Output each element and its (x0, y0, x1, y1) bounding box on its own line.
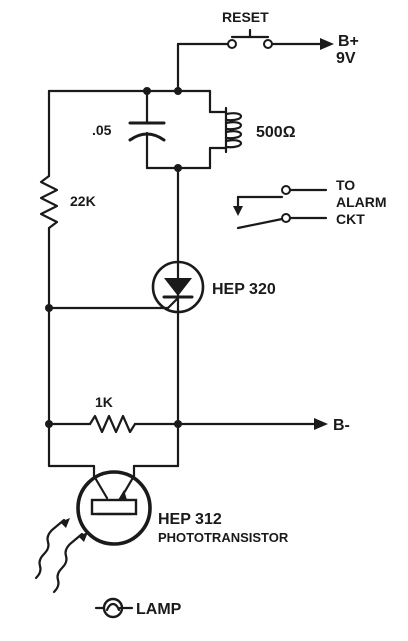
lamp-label: LAMP (136, 601, 182, 618)
reset-label: RESET (222, 9, 269, 25)
b-plus-label: B+ (338, 33, 359, 50)
capacitor-label: .05 (92, 122, 112, 138)
reset-switch (176, 28, 322, 93)
resistor-1k (47, 414, 180, 434)
scr-label: HEP 320 (212, 281, 276, 298)
coil-resistance-label: 500Ω (256, 124, 296, 141)
phototransistor-hep312 (47, 422, 180, 546)
alarm-label-line2: ALARM (336, 194, 387, 210)
light-ray-icon (34, 518, 88, 594)
alarm-label-line1: TO (336, 177, 355, 193)
capacitor-c1 (128, 89, 212, 170)
junction-node (45, 304, 53, 312)
resistor-22k-label: 22K (70, 193, 96, 209)
relay-coil (208, 89, 243, 170)
resistor-22k (39, 89, 59, 426)
b-plus-terminal (320, 38, 334, 50)
photo-desc-label: PHOTOTRANSISTOR (158, 530, 289, 545)
scr-hep320 (47, 260, 205, 314)
lamp-icon (94, 597, 134, 619)
alarm-label-line3: CKT (336, 211, 365, 227)
junction-node (174, 87, 182, 95)
b-minus-label: B- (333, 417, 350, 434)
relay-contacts (233, 185, 328, 230)
b-minus-terminal (176, 418, 328, 430)
voltage-label: 9V (336, 50, 356, 67)
resistor-1k-label: 1K (95, 394, 113, 410)
photo-part-label: HEP 312 (158, 511, 222, 528)
